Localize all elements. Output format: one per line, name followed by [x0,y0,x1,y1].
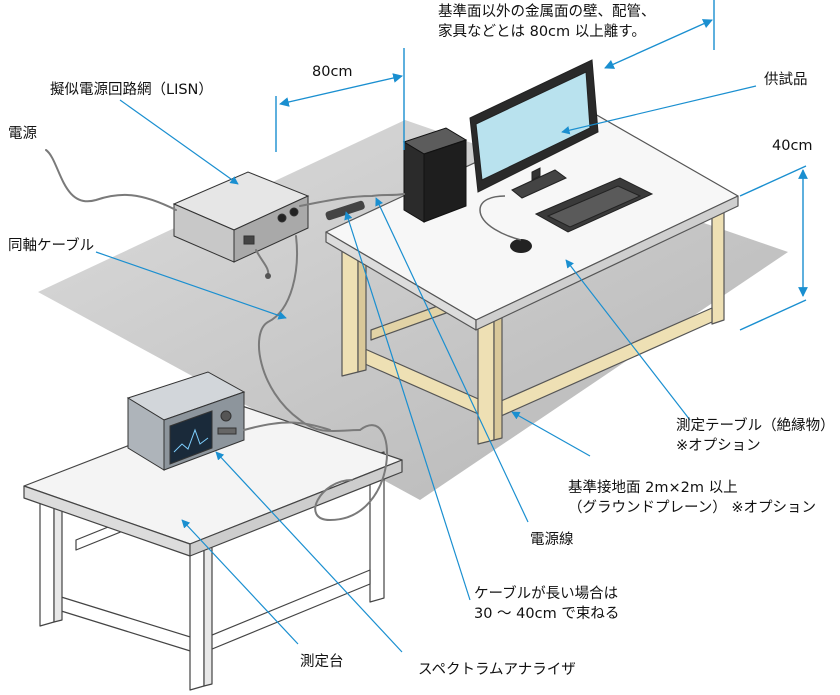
cable-bundle [325,200,365,221]
power-line [299,193,405,207]
distance-40cm-label: 40cm [772,138,813,154]
eut-tower [402,127,468,223]
cable-bundle-note-line1: ケーブルが長い場合は [474,586,619,602]
cables [45,149,405,522]
metal-distance-note-line1: 基準面以外の金属面の壁、配管、 [438,4,656,20]
ground-plane-label-line2: （グラウンドプレーン） ※オプション [568,500,817,516]
cable-bundle-note-line2: 30 ～ 40cm で束ねる [474,606,620,622]
eut-monitor [469,59,599,199]
power-source-label: 電源 [8,126,37,142]
keyboard [534,177,654,233]
mains-cable [45,149,177,211]
power-line-label: 電源線 [530,532,574,548]
leader-lines [95,85,757,653]
coax-cable [257,235,361,433]
table-label-line2: ※オプション [676,438,761,454]
measurement-stand-label: 測定台 [300,654,344,670]
lisn-label: 擬似電源回路網（LISN） [50,82,213,98]
spectrum-analyzer [126,371,246,471]
dimension-lines [275,0,808,331]
lisn-unit [172,171,310,263]
metal-distance-note-line2: 家具などとは 80cm 以上離す。 [438,24,646,40]
table-label-line1: 測定テーブル（絶縁物） [676,418,835,434]
mouse [510,239,532,253]
measurement-table [325,109,739,445]
ground-plane-label-line1: 基準接地面 2m×2m 以上 [568,480,738,496]
distance-80cm-label: 80cm [312,64,353,80]
measurement-stand [23,403,403,691]
spectrum-analyzer-label: スペクトラムアナライザ [418,662,576,678]
coax-cable-label: 同軸ケーブル [8,238,95,254]
eut-label: 供試品 [764,72,808,88]
